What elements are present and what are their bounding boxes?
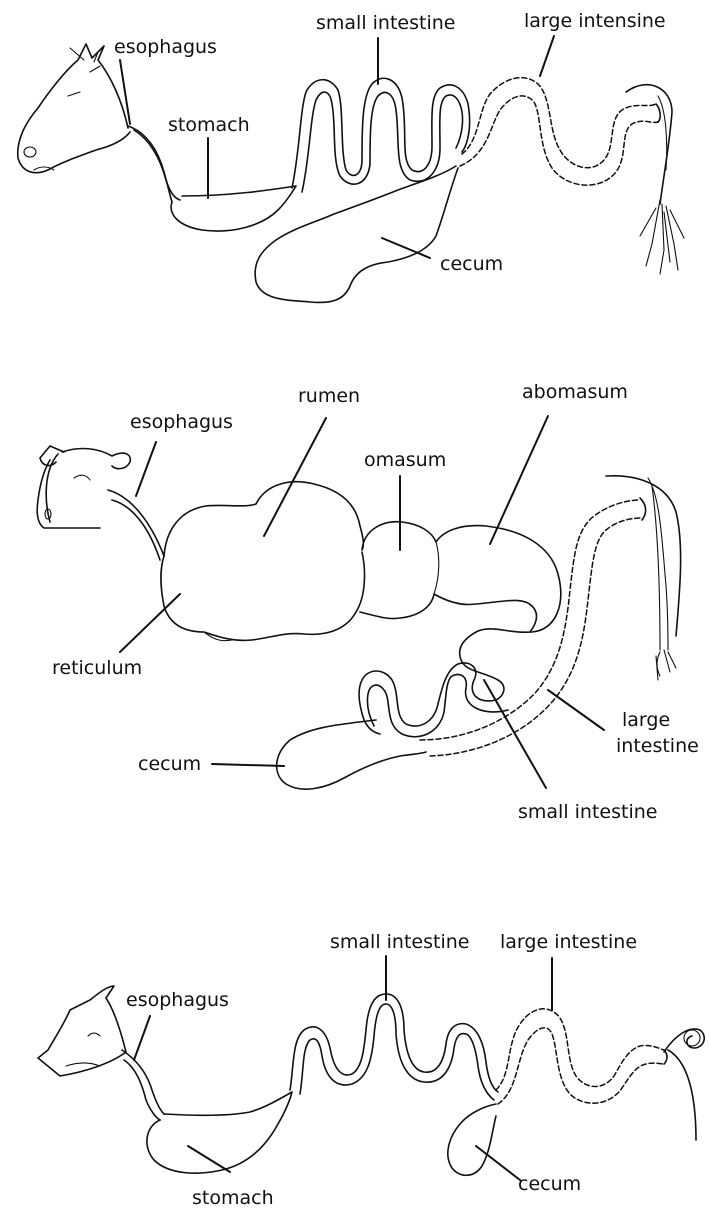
pig-head-drawing — [38, 986, 126, 1076]
horse-digestive-system: esophagus stomach small intestine large … — [18, 10, 684, 302]
cow-small-intestine — [359, 663, 496, 734]
cow-large-intestine-label-line2: intestine — [616, 735, 699, 757]
cow-large-intestine-leader — [548, 690, 604, 730]
cow-small-intestine-leader — [484, 680, 546, 788]
pig-tail-drawing — [664, 1029, 704, 1140]
pig-small-intestine — [290, 994, 498, 1092]
pig-large-intestine-label: large intestine — [500, 931, 637, 953]
cow-rumen-leader — [264, 418, 326, 536]
horse-stomach — [171, 186, 296, 231]
cow-esophagus-leader — [136, 442, 156, 496]
horse-esophagus-label: esophagus — [114, 36, 217, 58]
cow-cecum — [277, 720, 426, 789]
horse-head-drawing — [18, 44, 130, 173]
pig-large-intestine — [496, 1009, 664, 1090]
cow-reticulum-leader — [120, 594, 180, 652]
horse-large-intestine-label: large intensine — [524, 10, 666, 32]
cow-tail-drawing — [606, 476, 681, 680]
cow-omasum-label: omasum — [364, 449, 446, 471]
pig-stomach — [147, 1092, 292, 1173]
cow-cecum-label: cecum — [138, 753, 201, 775]
horse-stomach-label: stomach — [168, 114, 250, 136]
horse-esophagus — [128, 126, 172, 202]
cow-small-intestine-label: small intestine — [518, 801, 657, 823]
pig-stomach-leader — [188, 1146, 230, 1172]
cow-head-drawing — [37, 446, 130, 528]
cow-cecum-leader — [212, 764, 284, 766]
cow-large-intestine — [420, 500, 640, 740]
cow-digestive-system: esophagus rumen omasum abomasum reticulu… — [37, 381, 699, 823]
pig-esophagus-label: esophagus — [126, 989, 229, 1011]
pig-stomach-label: stomach — [192, 1187, 274, 1209]
cow-abomasum-leader — [490, 416, 548, 544]
cow-rumen-label: rumen — [298, 385, 360, 407]
pig-cecum — [448, 1104, 496, 1175]
horse-large-intestine-leader — [540, 36, 554, 76]
pig-cecum-label: cecum — [518, 1173, 581, 1195]
horse-cecum-leader — [382, 238, 430, 258]
cow-stomach-chambers — [164, 482, 561, 700]
pig-esophagus-leader — [134, 1016, 150, 1060]
horse-cecum-label: cecum — [440, 253, 503, 275]
cow-reticulum-label: reticulum — [52, 657, 142, 679]
horse-small-intestine-label: small intestine — [316, 12, 455, 34]
cow-esophagus-label: esophagus — [130, 411, 233, 433]
cow-large-intestine-label-line1: large — [622, 709, 670, 731]
horse-cecum — [255, 166, 458, 302]
pig-cecum-leader — [476, 1146, 520, 1180]
pig-esophagus — [122, 1050, 164, 1114]
cow-abomasum-label: abomasum — [522, 381, 628, 403]
pig-digestive-system: esophagus small intestine large intestin… — [38, 931, 704, 1209]
pig-small-intestine-label: small intestine — [330, 931, 469, 953]
horse-tail-drawing — [626, 85, 684, 274]
